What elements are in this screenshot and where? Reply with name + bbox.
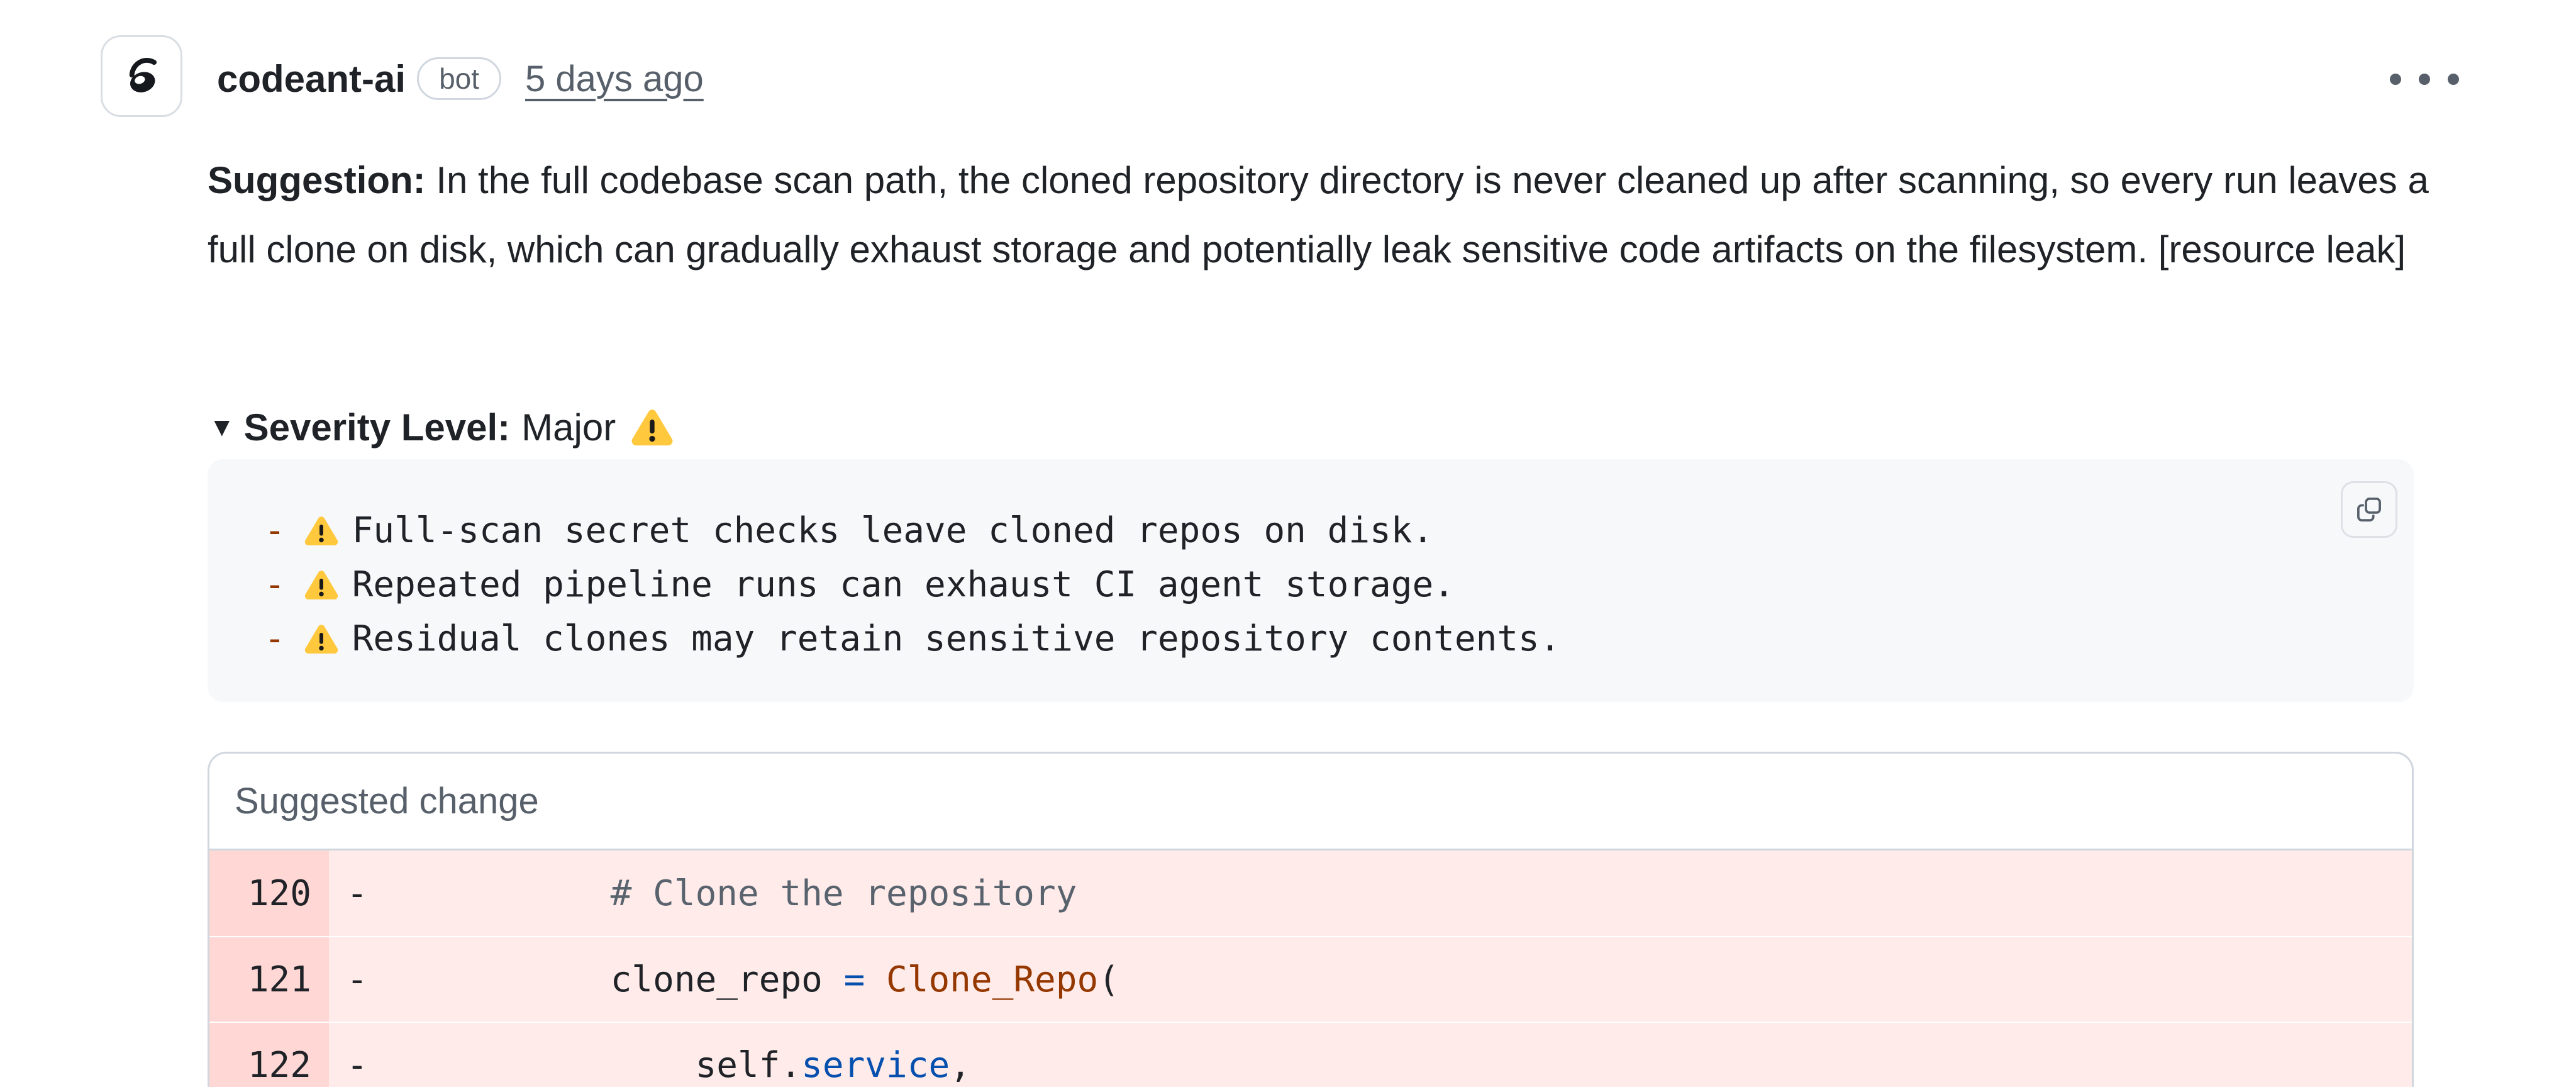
codeant-logo-icon [129,58,157,92]
avatar[interactable] [101,35,182,117]
code-cell: - self.service, [329,1023,2412,1087]
suggestion-label: Suggestion: [208,159,426,201]
severity-label: Severity Level: [243,406,511,449]
bot-badge: bot [417,57,502,100]
deletion-sign: - [347,959,368,1000]
suggested-change-header: Suggested change [209,754,2412,850]
warning-icon [631,410,673,446]
warning-item: - Repeated pipeline runs can exhaust CI … [264,557,2269,611]
suggestion-paragraph: Suggestion: In the full codebase scan pa… [208,146,2434,284]
kebab-dot [2390,74,2401,85]
deletion-sign: - [347,872,368,914]
severity-value: Major [521,406,616,449]
copy-icon [2357,498,2381,521]
kebab-menu-button[interactable] [2390,60,2459,98]
copy-button[interactable] [2341,481,2397,538]
warning-text: Repeated pipeline runs can exhaust CI ag… [352,564,1455,605]
warning-icon [304,516,338,545]
code-text: self.service, [441,1044,971,1086]
code-cell: - # Clone the repository [329,850,2412,936]
caret-down-icon: ▼ [209,412,235,442]
warning-dash: - [264,564,286,605]
line-number: 121 [209,937,329,1022]
kebab-dot [2419,74,2430,85]
code-cell: - clone_repo = Clone_Repo( [329,937,2412,1022]
suggestion-text: In the full codebase scan path, the clon… [208,159,2429,270]
kebab-dot [2448,74,2459,85]
severity-summary[interactable]: ▼ Severity Level: Major [209,401,675,453]
diff-row-deleted: 120- # Clone the repository [209,850,2412,936]
warning-text: Residual clones may retain sensitive rep… [352,618,1561,659]
author-link[interactable]: codeant-ai [217,57,406,100]
comment-header: codeant-ai bot 5 days ago [217,52,704,106]
line-number: 120 [209,850,329,936]
warning-icon [304,570,338,599]
diff-row-deleted: 121- clone_repo = Clone_Repo( [209,936,2412,1022]
warning-dash: - [264,510,286,551]
warning-item: - Residual clones may retain sensitive r… [264,611,2269,666]
suggested-change-card: Suggested change 120- # Clone the reposi… [208,752,2414,1087]
severity-details-box: - Full-scan secret checks leave cloned r… [208,459,2414,702]
warning-item: - Full-scan secret checks leave cloned r… [264,503,2269,557]
code-text: clone_repo = Clone_Repo( [441,959,1119,1000]
line-number: 122 [209,1023,329,1087]
timestamp-link[interactable]: 5 days ago [525,58,704,99]
warning-text: Full-scan secret checks leave cloned rep… [352,510,1434,551]
diff-row-deleted: 122- self.service, [209,1022,2412,1087]
deletion-sign: - [347,1044,368,1086]
warning-list: - Full-scan secret checks leave cloned r… [264,503,2269,666]
warning-dash: - [264,618,286,659]
code-text: # Clone the repository [610,872,1077,914]
suggested-change-title: Suggested change [235,781,539,822]
warning-icon [304,624,338,654]
